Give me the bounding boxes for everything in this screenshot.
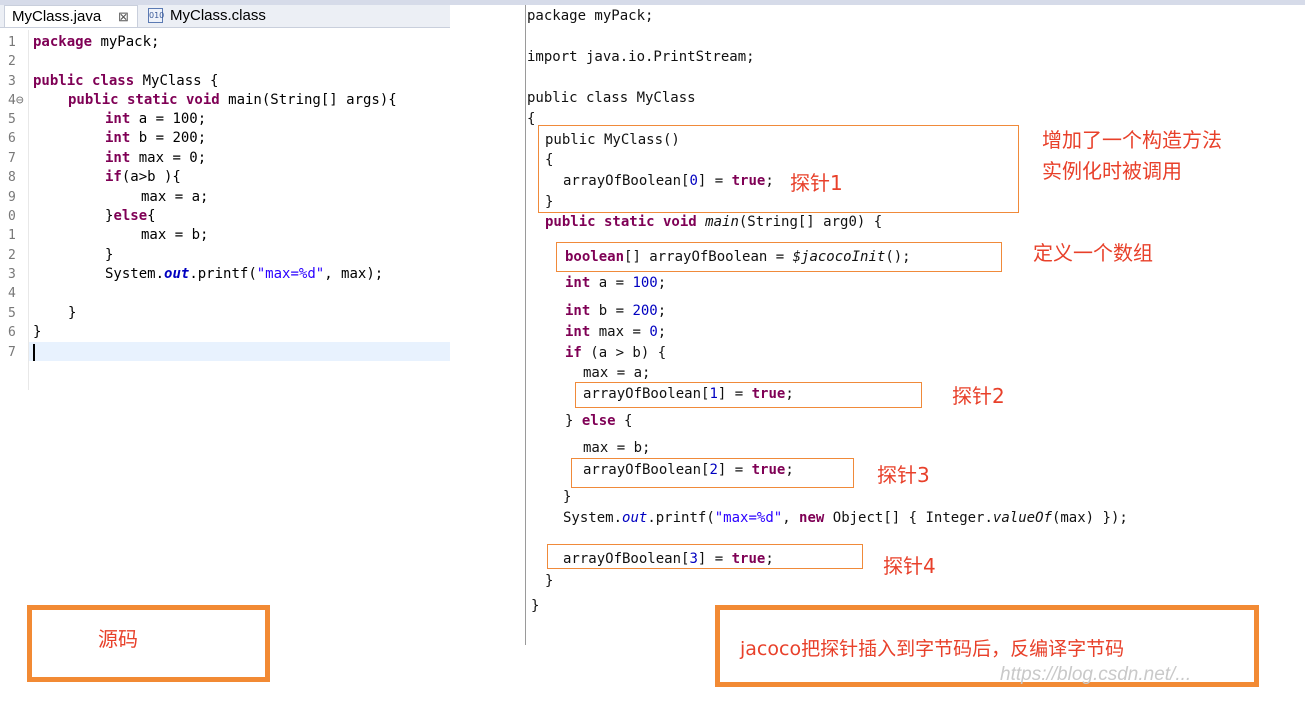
line-number: 4	[8, 286, 16, 301]
array-definition-label: 定义一个数组	[1033, 241, 1153, 265]
decomp-line: }	[545, 573, 554, 589]
probe4-label: 探针4	[883, 554, 936, 578]
decomp-line: boolean[] arrayOfBoolean = $jacocoInit()…	[565, 249, 911, 265]
decomp-line: import java.io.PrintStream;	[527, 49, 755, 65]
source-label: 源码	[98, 627, 138, 651]
code-line-15: }	[68, 305, 77, 321]
probe3-label: 探针3	[877, 463, 930, 487]
tab-myclass-class[interactable]: 010 MyClass.class	[146, 5, 266, 27]
tab-label: MyClass.class	[170, 7, 266, 24]
code-line-7: int max = 0;	[105, 150, 207, 166]
window-top-border	[0, 0, 1305, 5]
line-number: 6	[8, 325, 16, 340]
tab-label: MyClass.java	[12, 8, 102, 25]
decomp-line: public MyClass()	[545, 132, 680, 148]
decomp-line: System.out.printf("max=%d", new Object[]…	[563, 510, 1128, 526]
line-number: 3	[8, 267, 16, 282]
probe1-label: 探针1	[790, 171, 843, 195]
decomp-line: {	[527, 111, 536, 127]
pane-divider	[525, 5, 526, 645]
array-definition-highlight-box	[556, 242, 1002, 272]
decomp-line: }	[531, 598, 540, 614]
probe4-highlight-box	[547, 544, 863, 569]
line-number: 1	[8, 35, 16, 50]
code-line-11: max = b;	[141, 227, 209, 243]
code-line-4: public static void main(String[] args){	[68, 92, 397, 108]
decomp-line: package myPack;	[527, 8, 654, 24]
constructor-annotation-2: 实例化时被调用	[1042, 159, 1182, 183]
decomp-line: int b = 200;	[565, 303, 667, 319]
source-label-box: 源码	[27, 605, 270, 682]
tab-myclass-java[interactable]: MyClass.java ⊠	[4, 5, 138, 27]
constructor-annotation: 增加了一个构造方法	[1042, 128, 1222, 152]
watermark: https://blog.csdn.net/...	[1000, 664, 1192, 685]
code-line-8: if(a>b ){	[105, 169, 181, 185]
code-line-9: max = a;	[141, 189, 209, 205]
decomp-line: arrayOfBoolean[0] = true;	[563, 173, 774, 189]
close-icon[interactable]: ⊠	[118, 9, 129, 24]
current-line-highlight	[29, 342, 450, 361]
code-line-5: int a = 100;	[105, 111, 207, 127]
code-line-16: }	[33, 324, 42, 340]
decomp-line: } else {	[565, 413, 633, 429]
decomp-line: if (a > b) {	[565, 345, 667, 361]
line-number: 2	[8, 54, 16, 69]
decomp-line: max = b;	[583, 440, 651, 456]
decomp-line: }	[563, 489, 572, 505]
code-line-1: package myPack;	[33, 34, 160, 50]
line-number: 7	[8, 151, 16, 166]
class-file-icon: 010	[148, 8, 164, 23]
line-number: 2	[8, 248, 16, 263]
code-line-12: }	[105, 247, 114, 263]
line-number: 3	[8, 74, 16, 89]
code-line-10: }else{	[105, 208, 156, 224]
line-number: 9	[8, 190, 16, 205]
constructor-highlight-box	[538, 125, 1019, 213]
jacoco-label-box: jacoco把探针插入到字节码后，反编译字节码	[715, 605, 1259, 687]
code-line-13: System.out.printf("max=%d", max);	[105, 266, 384, 282]
probe2-label: 探针2	[952, 384, 1005, 408]
line-number: 5	[8, 112, 16, 127]
decomp-line: int a = 100;	[565, 275, 667, 291]
jacoco-label: jacoco把探针插入到字节码后，反编译字节码	[740, 638, 1125, 660]
code-line-6: int b = 200;	[105, 130, 207, 146]
probe2-highlight-box	[575, 382, 922, 408]
decomp-line: }	[545, 194, 554, 210]
line-number: 4⊖	[8, 93, 24, 108]
decomp-line: public static void main(String[] arg0) {	[545, 214, 883, 230]
probe3-highlight-box	[571, 458, 854, 488]
line-number: 8	[8, 170, 16, 185]
decomp-line: int max = 0;	[565, 324, 667, 340]
code-line-3: public class MyClass {	[33, 73, 219, 89]
decomp-line: arrayOfBoolean[3] = true;	[563, 551, 774, 567]
decomp-line: arrayOfBoolean[2] = true;	[583, 462, 794, 478]
gutter-separator	[28, 30, 29, 390]
line-number: 7	[8, 345, 16, 360]
decomp-line: public class MyClass	[527, 90, 696, 106]
decomp-line: max = a;	[583, 365, 651, 381]
line-number: 0	[8, 209, 16, 224]
line-number: 5	[8, 306, 16, 321]
decomp-line: {	[545, 152, 554, 168]
line-number: 6	[8, 131, 16, 146]
text-caret	[33, 344, 35, 361]
line-number: 1	[8, 228, 16, 243]
editor-tab-bar: MyClass.java ⊠ 010 MyClass.class	[0, 5, 450, 28]
decomp-line: arrayOfBoolean[1] = true;	[583, 386, 794, 402]
